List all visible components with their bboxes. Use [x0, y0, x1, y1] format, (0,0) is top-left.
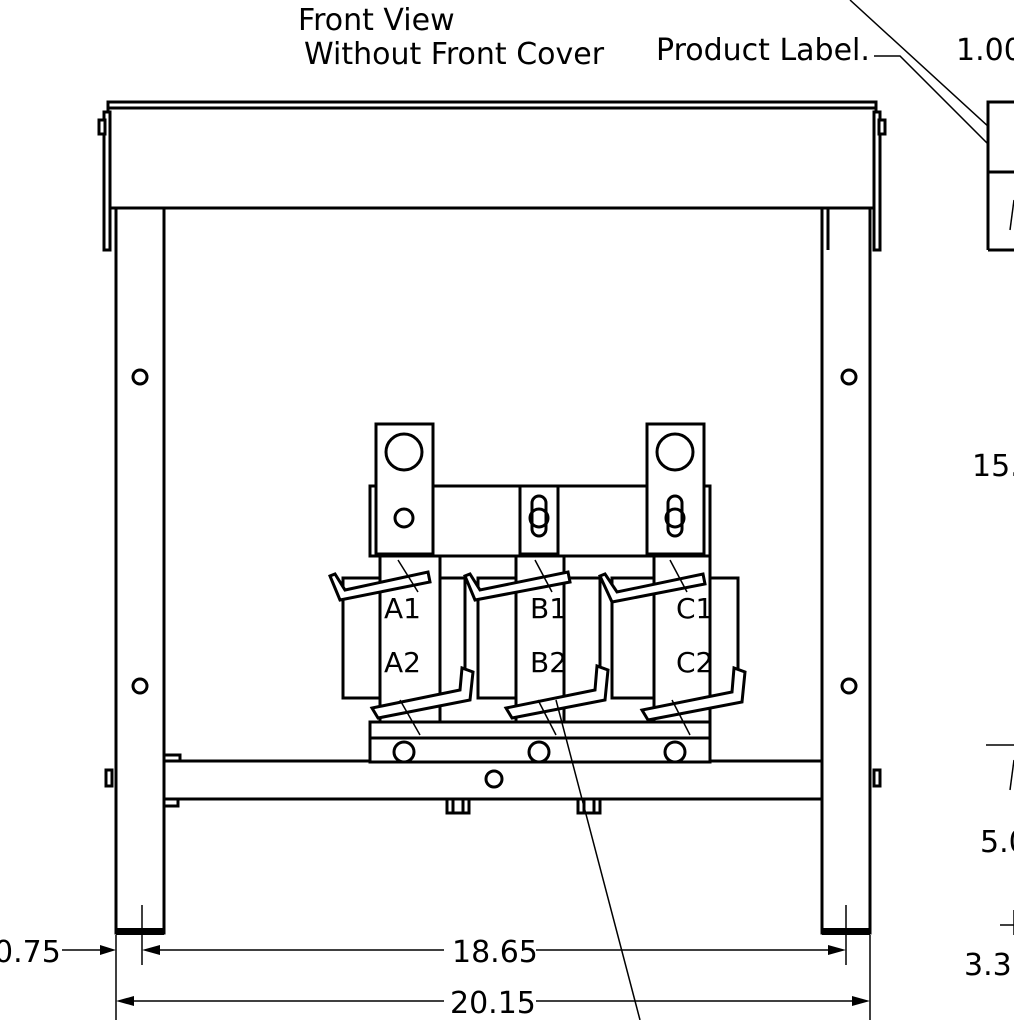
terminal-b-lug: [518, 484, 560, 556]
dim-left-offset: 0.75: [0, 935, 61, 970]
view-title-line2: Without Front Cover: [304, 37, 605, 72]
cable-leads: [328, 559, 747, 736]
dim-inner-width: 18.65: [452, 935, 538, 970]
dim-side-height: 15.: [972, 449, 1014, 484]
terminal-label-c2: C2: [676, 646, 713, 679]
terminal-a-lug: [374, 422, 435, 556]
b2-leader-line: [555, 699, 641, 1020]
enclosure-frame: [97, 100, 887, 935]
dimension-lines: [62, 905, 871, 1020]
dim-top-right: 1.00: [956, 33, 1014, 68]
left-post-hole-top: [131, 368, 149, 386]
top-cap: [106, 100, 878, 210]
dim-side-mid: 5.0: [980, 825, 1014, 860]
right-post-hole-bottom: [840, 677, 858, 695]
mounting-rail: [162, 759, 824, 815]
left-post-hole-bottom: [131, 677, 149, 695]
left-foot: [116, 928, 164, 935]
product-label-callout: Product Label.: [656, 33, 870, 68]
dim-overall-width: 20.15: [450, 986, 536, 1020]
side-view-partial: [986, 100, 1014, 935]
right-post: [820, 206, 872, 935]
terminal-c-lug: [645, 422, 706, 556]
terminal-label-c1: C1: [676, 592, 713, 625]
view-title-line1: Front View: [298, 3, 455, 38]
terminal-label-a1: A1: [384, 592, 421, 625]
dim-side-bottom: 3.3: [964, 948, 1012, 983]
terminal-label-b1: B1: [530, 592, 567, 625]
left-post: [114, 206, 166, 935]
right-post-hole-top: [840, 368, 858, 386]
terminal-label-a2: A2: [384, 646, 421, 679]
terminal-label-b2: B2: [530, 646, 567, 679]
